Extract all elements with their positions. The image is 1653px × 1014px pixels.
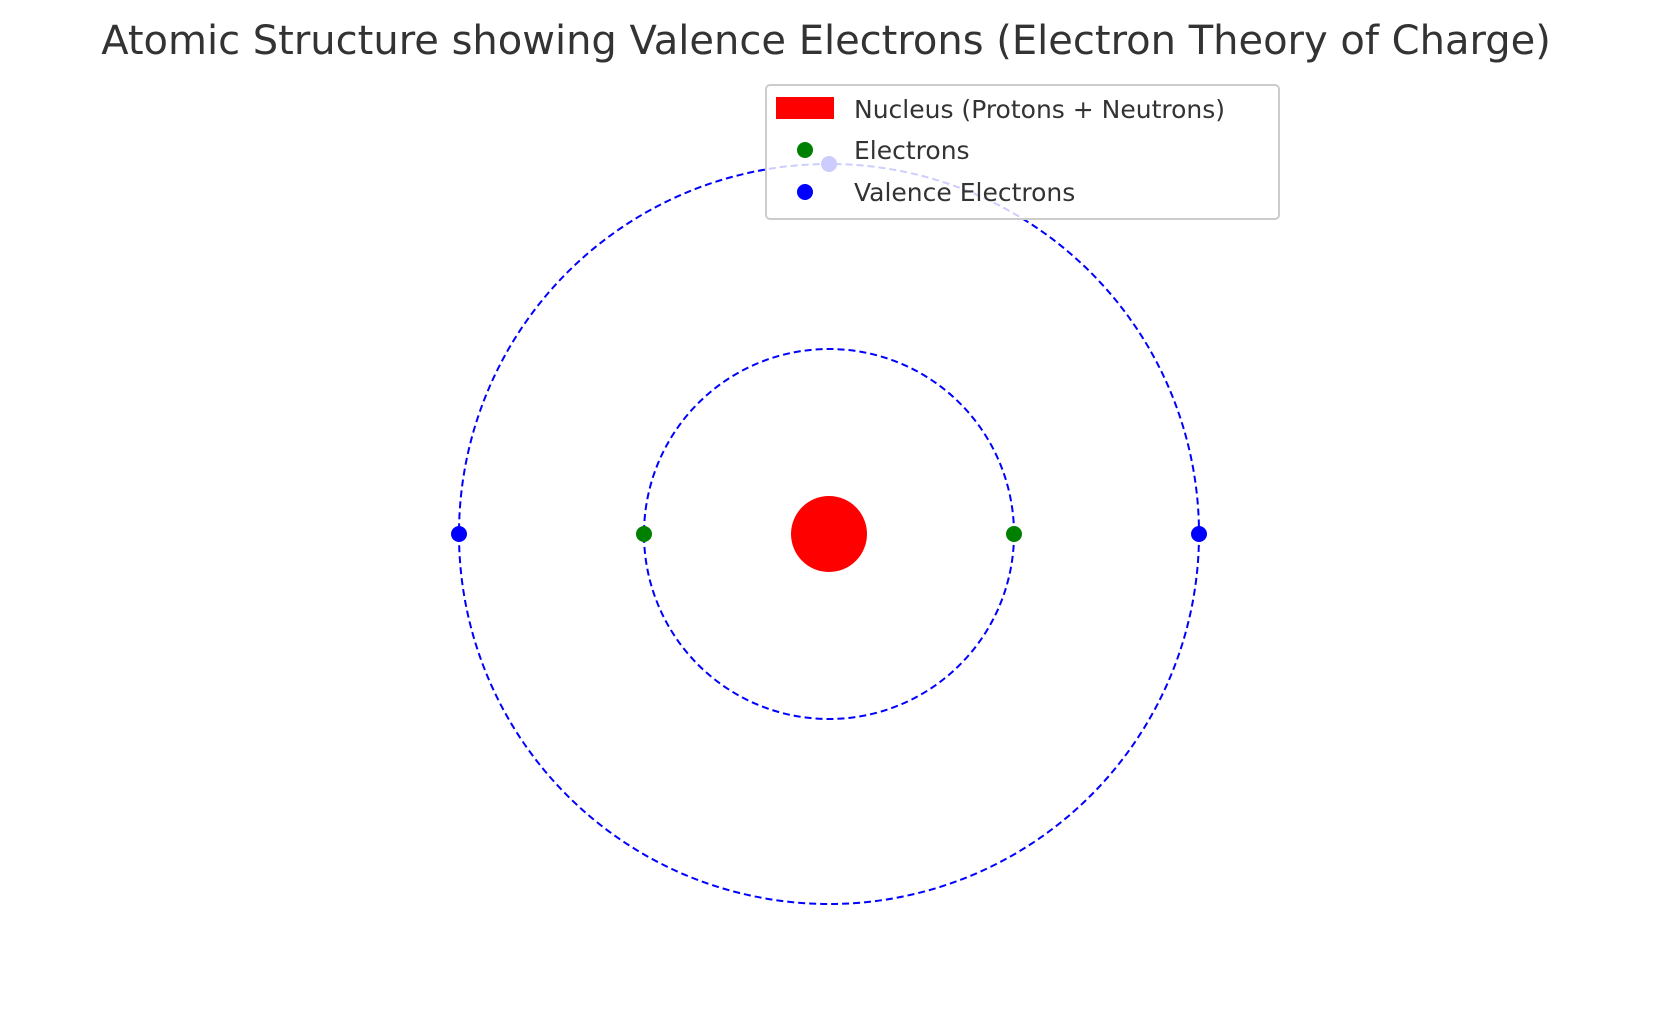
electron-1 — [1006, 526, 1022, 542]
legend-box — [765, 84, 1280, 220]
electron-2 — [636, 526, 652, 542]
legend: Nucleus (Protons + Neutrons) Electrons V… — [765, 84, 1280, 220]
legend-valence-marker — [797, 184, 813, 200]
valence-electron-3 — [1191, 526, 1207, 542]
legend-nucleus-label: Nucleus (Protons + Neutrons) — [854, 95, 1225, 124]
valence-electron-5 — [451, 526, 467, 542]
legend-electron-marker — [797, 142, 813, 158]
atom-diagram — [451, 156, 1207, 905]
nucleus — [791, 496, 867, 572]
legend-valence-label: Valence Electrons — [854, 178, 1075, 207]
diagram-title: Atomic Structure showing Valence Electro… — [101, 18, 1551, 64]
legend-electrons-label: Electrons — [854, 136, 970, 165]
legend-nucleus-swatch — [776, 97, 834, 119]
